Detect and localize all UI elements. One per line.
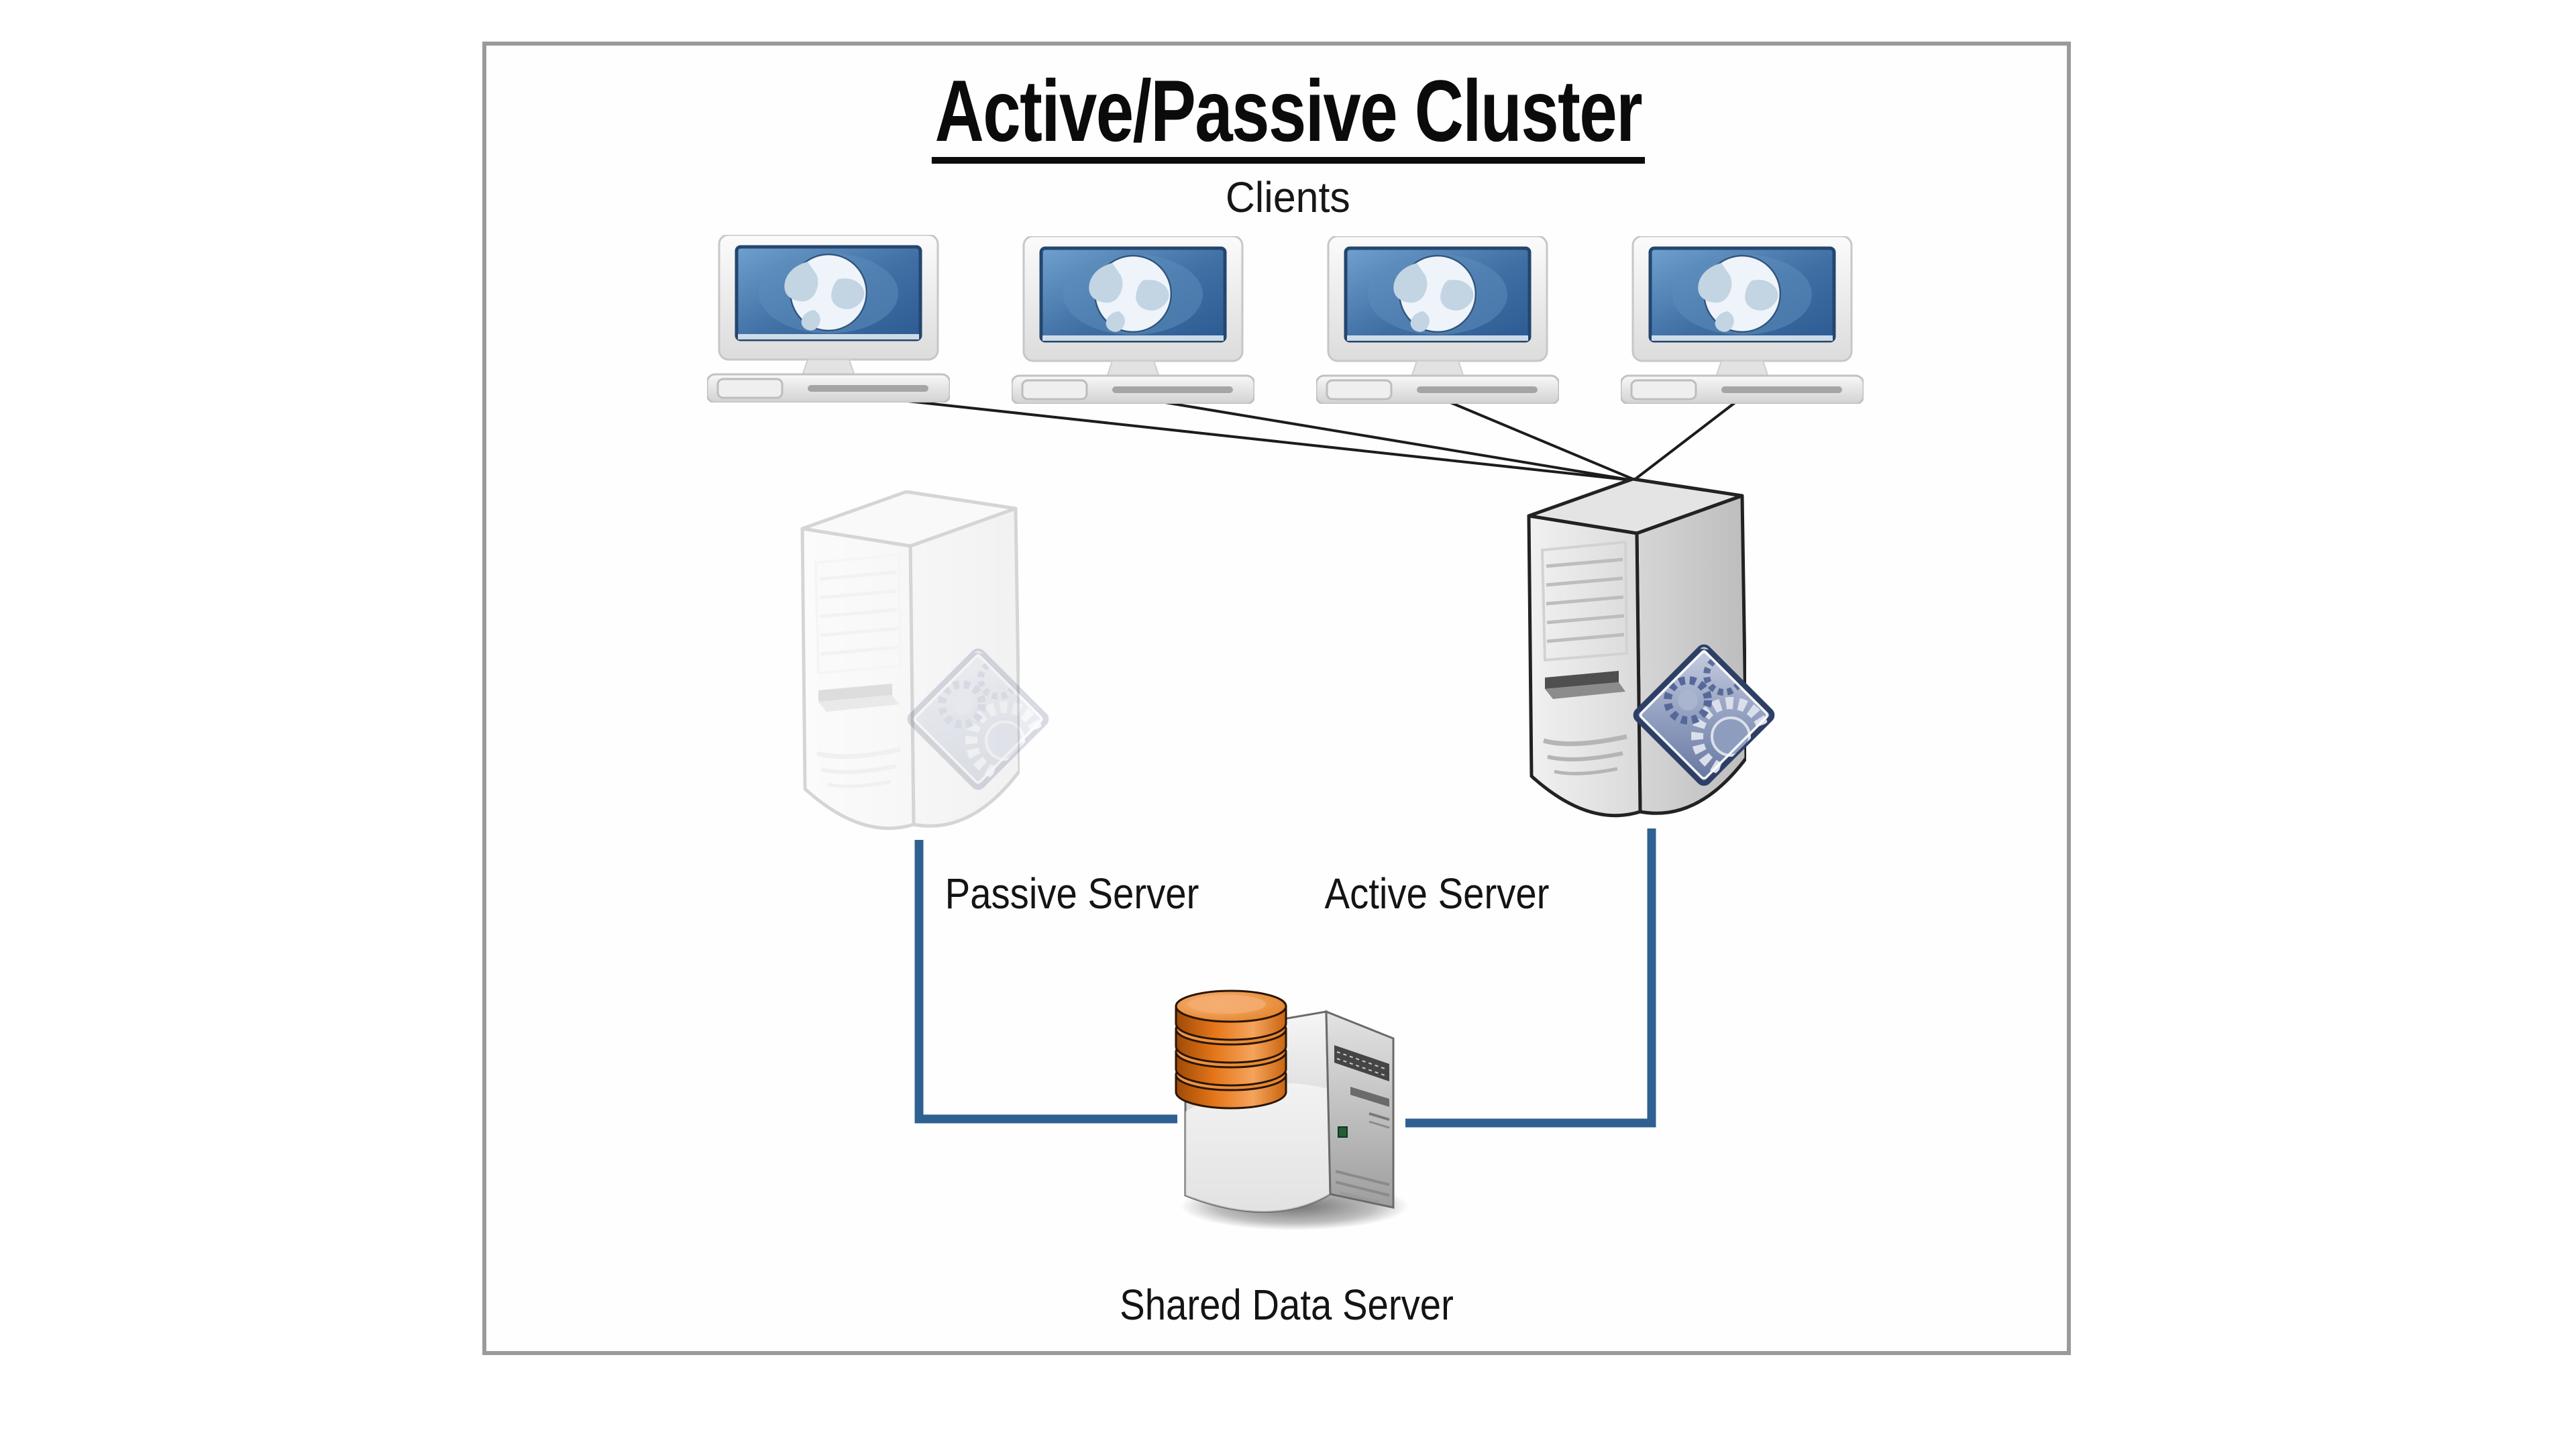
active-gears-diamond-icon (1623, 635, 1784, 796)
client-2-link (1132, 396, 1633, 482)
shared-data-server-icon (1171, 974, 1412, 1242)
client-1-link (828, 391, 1633, 482)
client-4-link (1629, 396, 1743, 484)
page-title: Active/Passive Cluster (931, 67, 1645, 164)
active-to-shared-link (1405, 828, 1656, 1128)
clients-label: Clients (1226, 173, 1350, 221)
page-title-row: Active/Passive Cluster (0, 67, 2576, 164)
passive-gears-diamond-icon (898, 639, 1059, 800)
client-computer-icon-3 (1316, 236, 1559, 404)
passive-to-shared-link (914, 840, 1177, 1124)
active-server-label: Active Server (1324, 869, 1550, 918)
client-computer-icon-2 (1012, 236, 1254, 404)
clients-label-row: Clients (0, 176, 2576, 219)
client-computer-icon-4 (1621, 236, 1864, 404)
shared-data-server-label: Shared Data Server (1120, 1281, 1454, 1329)
client-computer-icon-1 (707, 235, 950, 402)
passive-server-label: Passive Server (945, 869, 1199, 918)
client-3-link (1437, 396, 1633, 480)
